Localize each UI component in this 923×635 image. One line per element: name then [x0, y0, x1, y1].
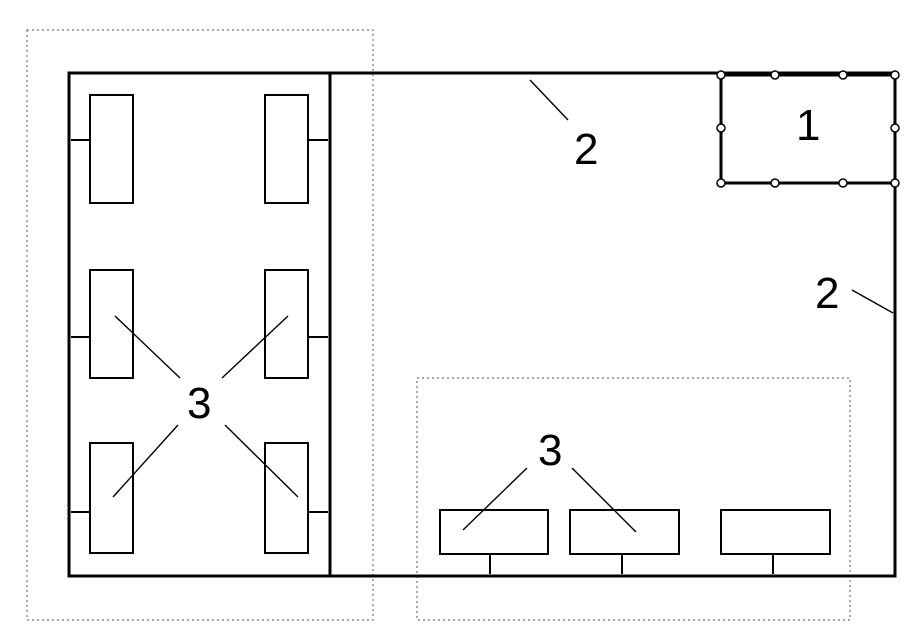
- element-1-box: [716, 70, 900, 188]
- label-2-right: 2: [815, 269, 839, 318]
- label-2-top: 2: [574, 125, 598, 174]
- leader-lines: [112, 79, 894, 533]
- building-outline: [67, 71, 897, 578]
- left-units: [71, 94, 328, 554]
- label-3-bottom: 3: [538, 426, 562, 475]
- bottom-units: [439, 509, 831, 574]
- bottom-dotted-area: [416, 377, 851, 621]
- label-1: 1: [796, 101, 820, 150]
- left-dotted-area: [26, 29, 374, 621]
- label-3-left: 3: [187, 379, 211, 428]
